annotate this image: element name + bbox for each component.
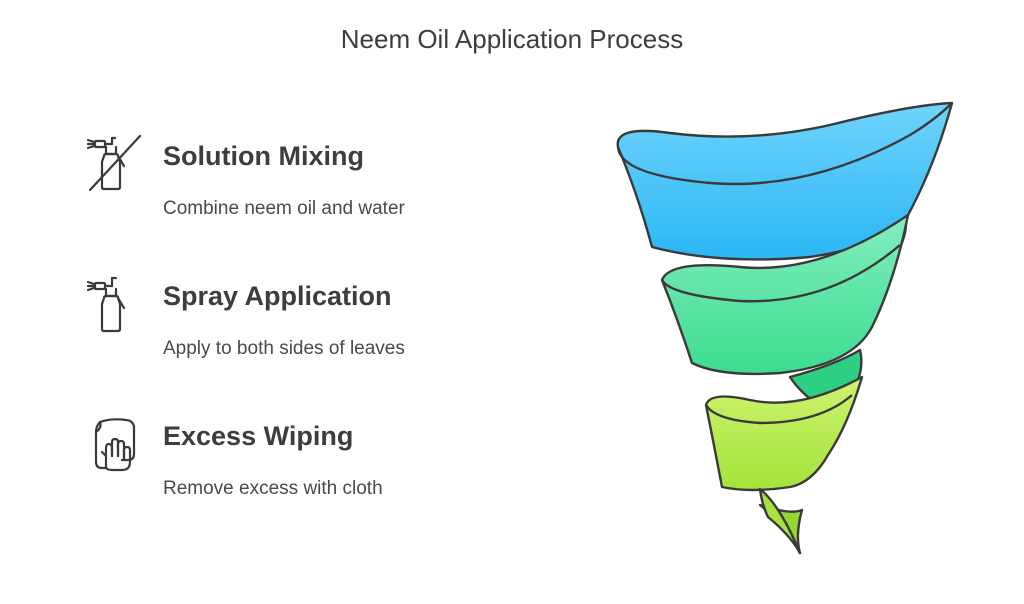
step-title: Solution Mixing xyxy=(163,141,364,171)
page-title: Neem Oil Application Process xyxy=(340,24,684,54)
tier-green xyxy=(660,213,910,376)
step-description: Remove excess with cloth xyxy=(163,478,383,499)
spiral-funnel-illustration xyxy=(590,95,970,565)
tier-lime xyxy=(704,375,864,492)
crossed-spray-bottle-icon xyxy=(82,132,148,194)
hand-wiping-icon xyxy=(82,412,148,474)
tier-blue xyxy=(616,101,954,261)
spray-bottle-icon xyxy=(82,272,148,334)
step-description: Combine neem oil and water xyxy=(163,198,405,219)
step-description: Apply to both sides of leaves xyxy=(163,338,405,359)
funnel-tip xyxy=(758,487,802,555)
step-title: Excess Wiping xyxy=(163,421,354,451)
step-title: Spray Application xyxy=(163,281,392,311)
